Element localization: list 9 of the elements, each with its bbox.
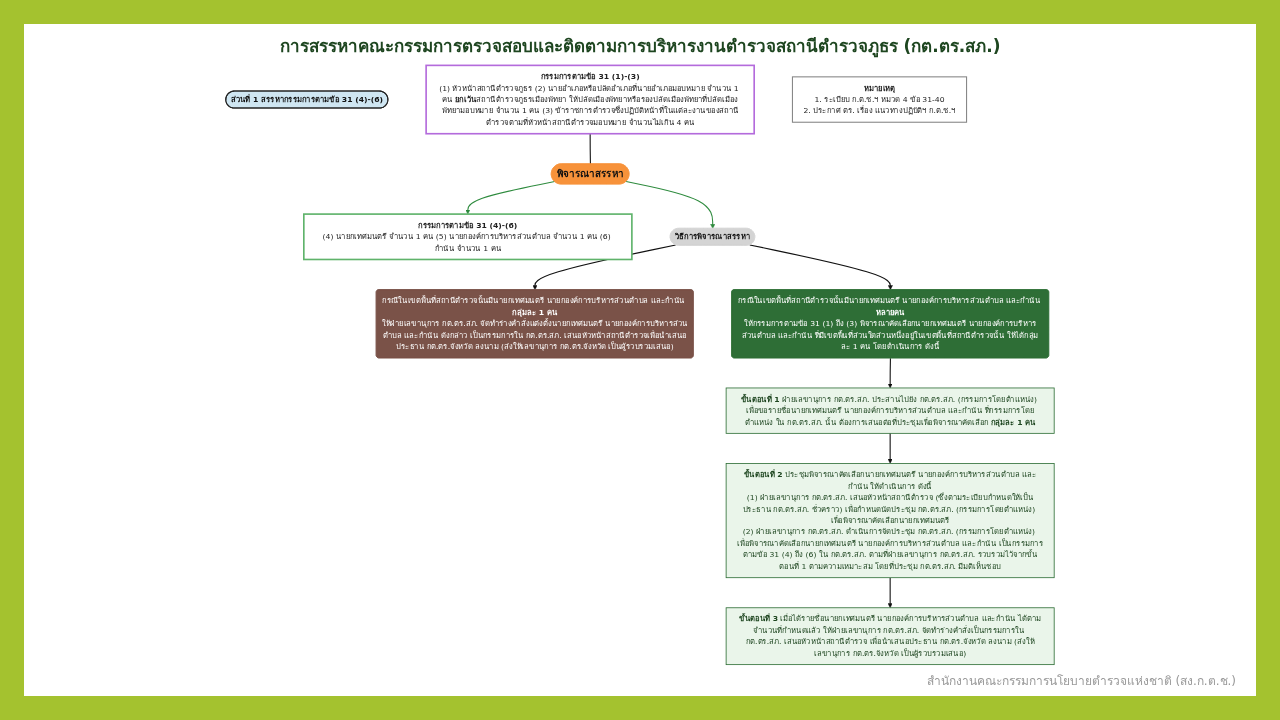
diagram-title: การสรรหาคณะกรรมการตรวจสอบและติดตามการบริหารงานตำรวจสถานีตำรวจภูธร (กต.ตร.สภ.) xyxy=(279,35,1001,59)
decision-pill: พิจารณาสรรหา xyxy=(551,163,630,185)
arrow xyxy=(887,577,893,608)
arrow xyxy=(887,357,893,389)
arrow xyxy=(749,244,893,291)
arrow xyxy=(625,181,716,229)
arrow xyxy=(465,181,556,215)
source-note: สำนักงานคณะกรรมการนโยบายตำรวจแห่งชาติ (สง.ก.ต.ช.) xyxy=(926,673,1236,690)
arrow xyxy=(887,432,893,464)
